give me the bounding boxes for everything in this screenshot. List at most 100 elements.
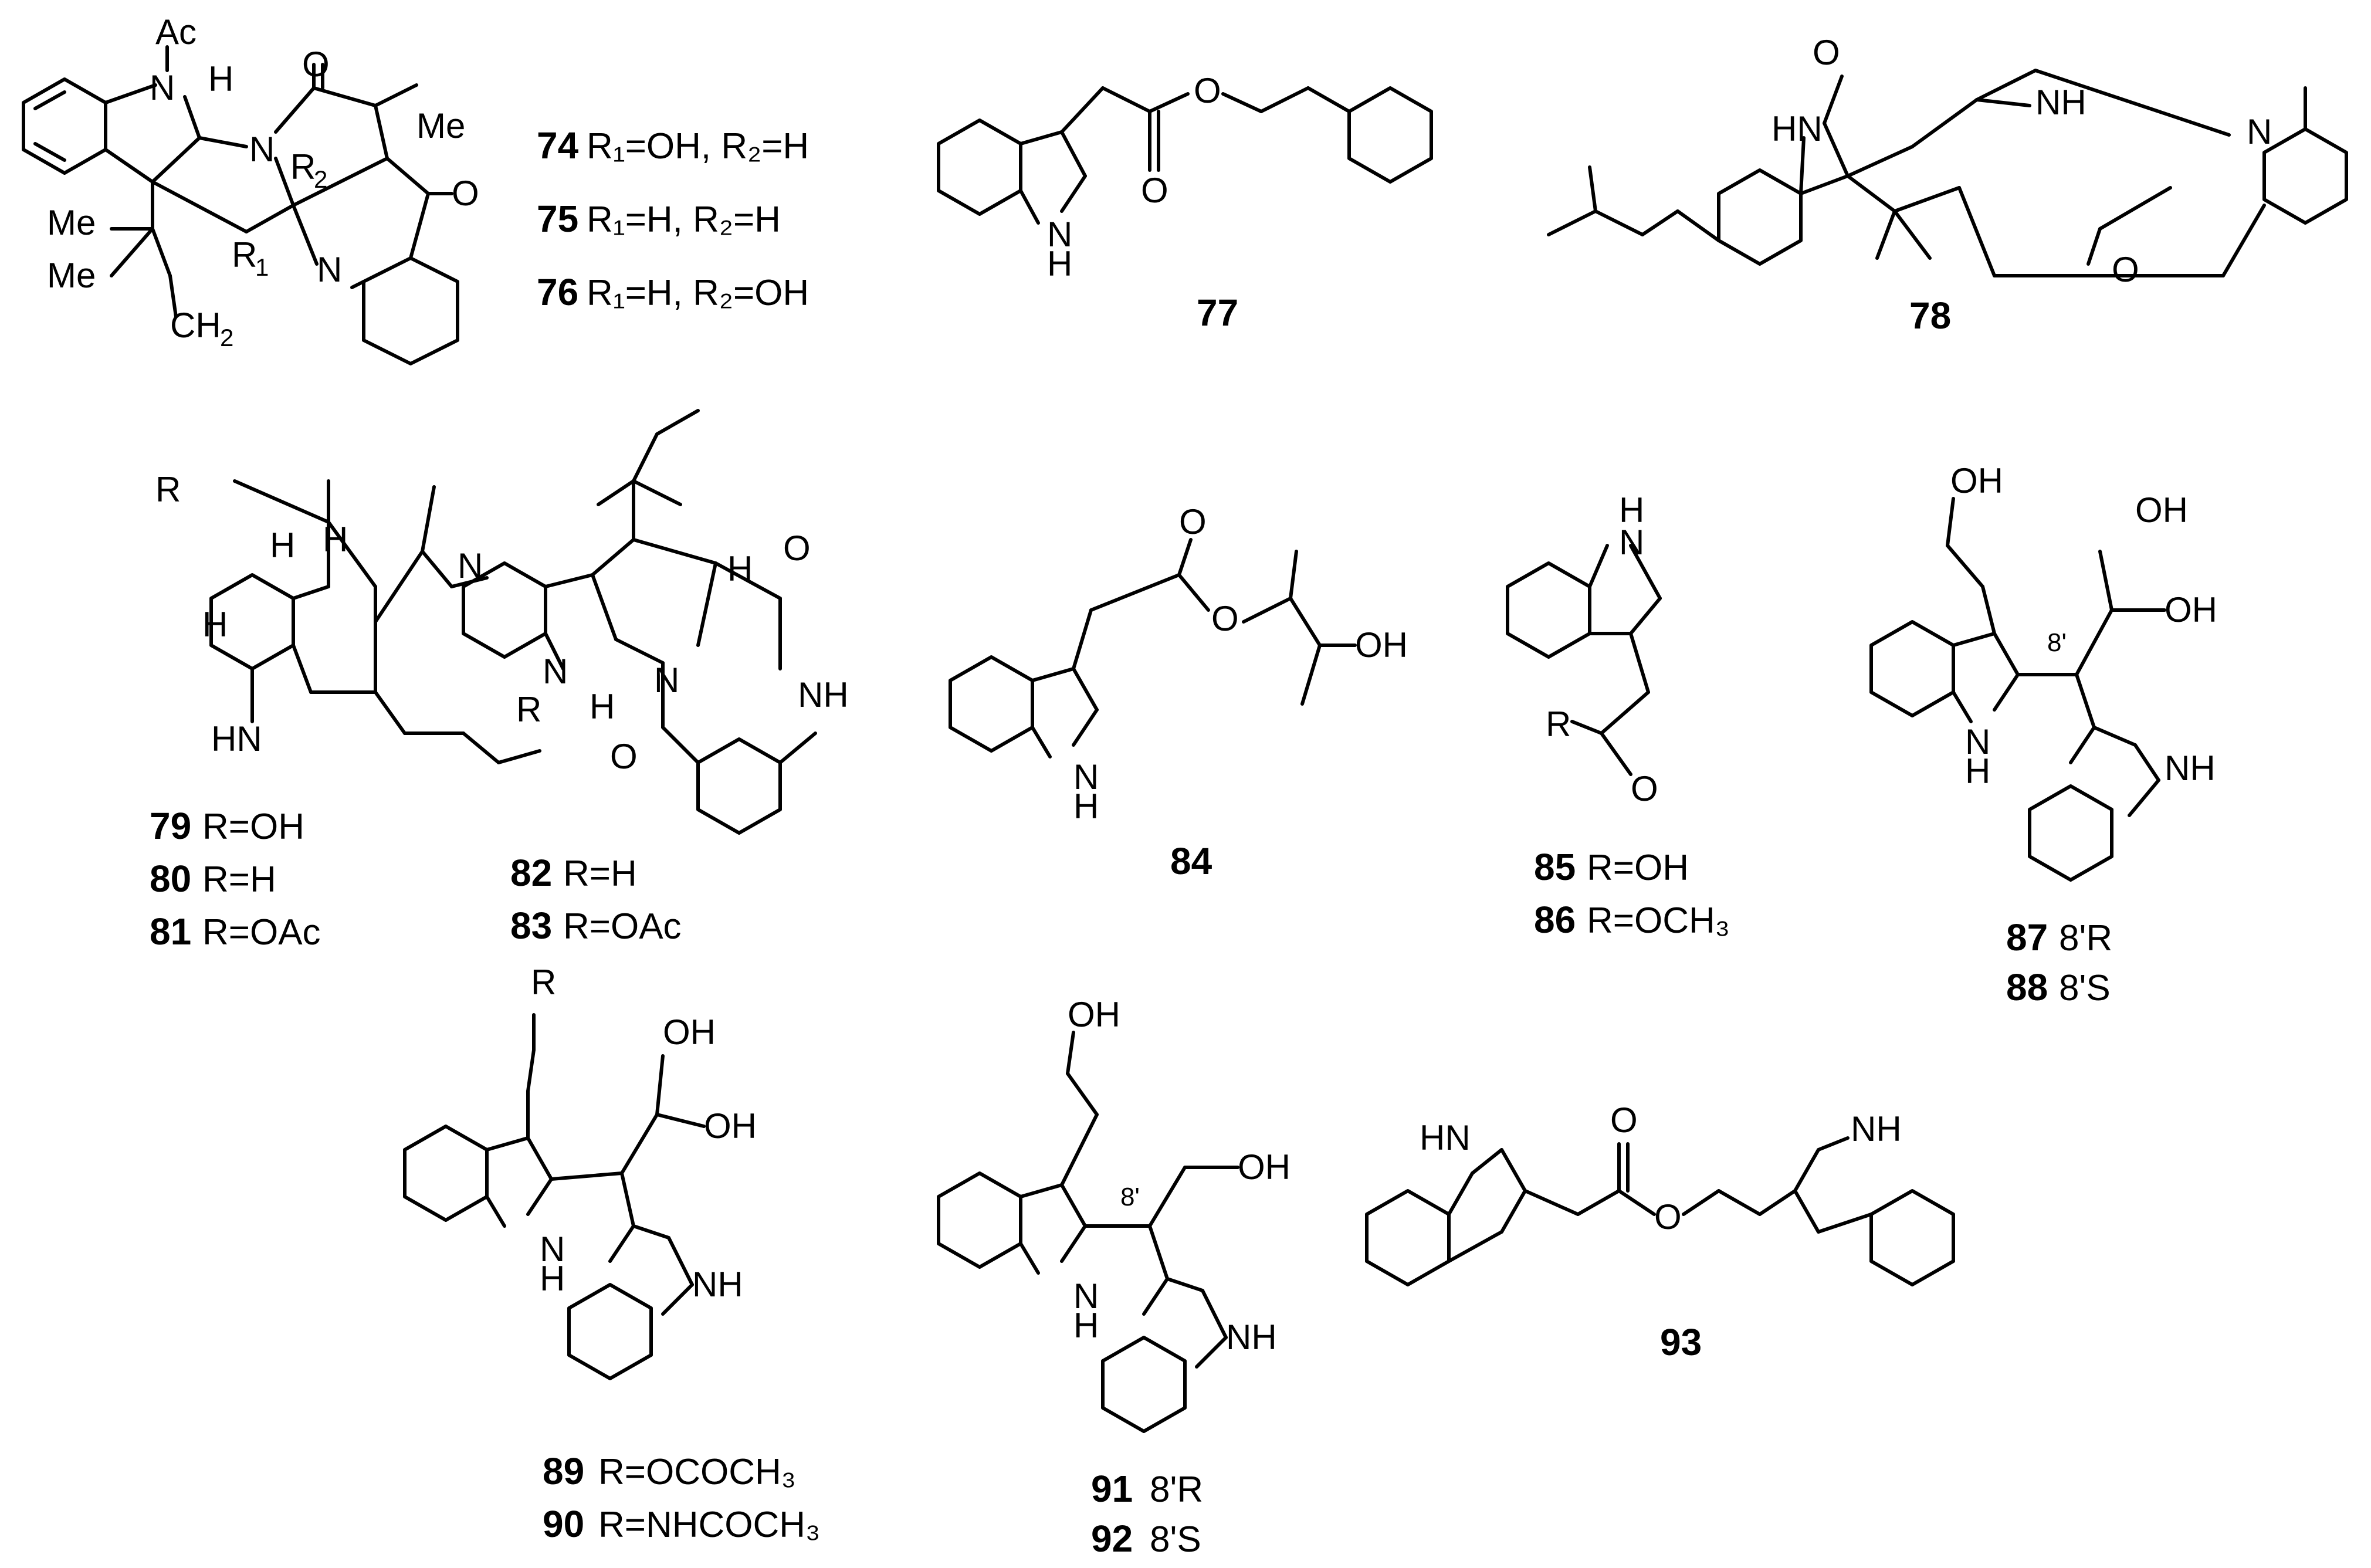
structure-85-86: H N R O 85 R=OH 86 R=OCH₃ (1506, 490, 1730, 941)
atom-locant: 8' (1120, 1183, 1140, 1211)
compound-number: 87 (2006, 916, 2048, 959)
compound-number: 85 (1534, 846, 1576, 888)
atom-h: H (1073, 1306, 1099, 1345)
compound-number: 77 (1197, 292, 1238, 334)
atom-ac: Ac (155, 12, 197, 52)
atom-n: N (1073, 757, 1099, 797)
structure-87-88: OH OH OH 8' N H NH 87 8'R 88 8'S (1869, 461, 2217, 1008)
structure-82-83: N H R N H O NH O 82 R=H 83 R=OAc (462, 409, 849, 947)
atom-hn: HN (1772, 109, 1823, 148)
atom-hn: HN (1420, 1118, 1471, 1157)
compound-number: 86 (1534, 899, 1576, 941)
atom-o: O (610, 737, 638, 776)
atom-nh: N (1047, 215, 1072, 254)
compound-substituents: R₁=H, R₂=H (587, 199, 781, 240)
atom-h: H (1073, 787, 1099, 826)
structure-91-92: OH OH 8' N H NH 91 8'R 92 8'S (937, 995, 1290, 1560)
atom-r: R (1546, 705, 1571, 744)
compound-substituents: R=OH (202, 807, 304, 847)
atom-h: H (1619, 490, 1644, 530)
atom-h: H (1047, 244, 1072, 283)
atom-h: H (540, 1259, 565, 1298)
compound-substituents: R=OCH₃ (1587, 900, 1730, 941)
compound-number: 74 (537, 124, 579, 167)
compound-number: 78 (1909, 294, 1951, 337)
atom-n: N (150, 68, 175, 107)
atom-o: O (1179, 502, 1207, 541)
structure-84: O O OH N H 84 (949, 502, 1408, 882)
atom-r: R (155, 470, 181, 509)
atom-r1-sub: 1 (255, 253, 269, 281)
atom-h: H (208, 59, 233, 99)
atom-n: N (2247, 112, 2272, 151)
atom-h: H (590, 687, 615, 726)
compound-substituents: R=OCOCH₃ (598, 1452, 796, 1492)
atom-hn: HN (211, 719, 262, 758)
atom-oh: OH (1068, 995, 1120, 1034)
atom-me: Me (47, 203, 96, 242)
compound-substituents: R₁=OH, R₂=H (587, 126, 809, 167)
compound-substituents: 8'R (1150, 1469, 1203, 1510)
compound-number: 80 (150, 858, 191, 900)
atom-nh: NH (692, 1265, 743, 1304)
atom-o: O (1654, 1197, 1682, 1237)
compound-substituents: R=OAc (202, 912, 321, 953)
atom-h: H (270, 526, 295, 565)
compound-substituents: R₁=H, R₂=OH (587, 273, 809, 313)
structure-79-81: R H H H N HN 79 R=OH 80 R=H 81 R=OAc (150, 470, 541, 953)
atom-h: H (1965, 751, 1990, 791)
atom-n: N (1073, 1276, 1099, 1316)
compound-number: 91 (1091, 1468, 1133, 1510)
atom-r: R (531, 963, 556, 1002)
atom-oh: OH (1238, 1147, 1290, 1187)
compound-number: 90 (543, 1503, 584, 1545)
compound-number: 89 (543, 1450, 584, 1492)
labels-74-76: 74 R₁=OH, R₂=H 75 R₁=H, R₂=H 76 R₁=H, R₂… (537, 124, 809, 313)
atom-o: O (452, 174, 479, 213)
atom-ch2: CH (170, 306, 221, 345)
compound-number: 76 (537, 271, 578, 313)
compound-substituents: R=H (563, 854, 637, 894)
atom-o: O (1813, 33, 1840, 72)
compound-substituents: 8'S (1150, 1519, 1201, 1560)
compound-number: 82 (510, 852, 552, 894)
atom-oh: OH (1950, 461, 2003, 500)
atom-locant: 8' (2047, 628, 2067, 657)
atom-oh: OH (2165, 590, 2217, 629)
atom-oh: OH (2135, 490, 2188, 530)
atom-r2-sub: 2 (314, 165, 327, 193)
atom-n: N (1619, 523, 1644, 562)
atom-r2: R (290, 147, 316, 187)
atom-r1: R (232, 235, 257, 275)
structure-77: N H O O 77 (937, 71, 1433, 334)
structure-93: HN O O NH 93 (1365, 1100, 1955, 1363)
compound-number: 93 (1660, 1321, 1702, 1363)
structure-74-76: Ac N H N O Me R 2 O R 1 N Me Me CH 2 (22, 12, 479, 365)
atom-o: O (1631, 769, 1658, 808)
atom-o: O (1610, 1100, 1638, 1140)
atom-h: H (202, 605, 228, 644)
atom-o: O (1194, 71, 1221, 110)
structure-89-90: R OH OH N H NH 89 R=OCOCH₃ 90 R=NHCOCH₃ (403, 963, 820, 1545)
atom-r: R (516, 690, 541, 729)
atom-me: Me (47, 256, 96, 295)
atom-oh: OH (1355, 625, 1408, 665)
atom-h: H (727, 549, 753, 588)
compound-number: 83 (510, 905, 552, 947)
compound-substituents: R=OAc (563, 906, 682, 947)
compound-substituents: 8'S (2059, 968, 2111, 1008)
atom-nh: NH (798, 675, 849, 714)
atom-ch2-sub: 2 (220, 324, 233, 351)
compound-substituents: R=H (202, 859, 276, 900)
atom-n: N (540, 1230, 565, 1269)
compound-substituents: R=NHCOCH₃ (598, 1505, 820, 1545)
compound-number: 88 (2006, 966, 2048, 1008)
atom-o: O (302, 45, 330, 84)
atom-h: H (323, 520, 348, 559)
compound-number: 84 (1170, 840, 1212, 882)
atom-o: O (2112, 250, 2139, 289)
atom-nh: NH (2035, 83, 2087, 122)
atom-n: N (543, 652, 568, 691)
atom-n: N (1965, 722, 1990, 761)
